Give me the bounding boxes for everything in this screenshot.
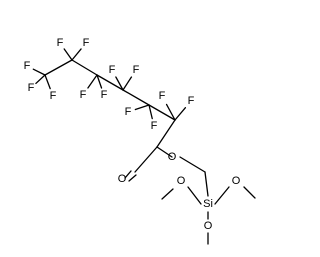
bond [243,186,256,199]
methoxy-oxygen-label: O [232,175,241,187]
methoxy-oxygen-label: O [204,220,213,232]
bond [165,103,176,121]
bond [148,104,176,121]
fluorine-label: F [83,37,90,49]
fluorine-label: F [50,90,57,102]
bond [179,156,206,173]
bond [71,59,98,76]
fluorine-label: F [125,106,132,118]
bond [96,74,103,89]
fluorine-label: F [159,90,166,102]
bond [35,74,46,85]
bond [124,170,132,179]
bond [156,146,173,158]
fluorine-label: F [28,82,35,94]
fluorine-label: F [24,60,31,72]
bond [128,174,137,182]
bond [148,104,153,120]
silicon-label: Si [203,198,213,210]
bond [87,74,98,89]
ester-oxygen-label: O [168,151,177,163]
bond [63,48,73,61]
bond [134,104,150,111]
fluorine-label: F [133,64,140,76]
bond [44,74,51,90]
bond [174,107,187,121]
bond [187,186,202,205]
fluorine-label: F [109,64,116,76]
bond [134,146,158,173]
bond [71,48,82,61]
bond [204,171,209,197]
bond [122,89,150,106]
fluorine-label: F [57,37,64,49]
bonds [32,48,256,245]
bond [32,68,46,76]
bond [161,188,174,200]
bond [214,186,230,205]
bond [96,74,124,91]
bond [44,59,73,76]
bond [122,76,133,91]
fluorine-label: F [101,89,108,101]
bond [156,119,176,148]
methoxy-oxygen-label: O [177,175,186,187]
fluorine-label: F [188,95,195,107]
fluorine-label: F [80,89,87,101]
fluorine-label: F [151,120,158,132]
carbonyl-oxygen-label: O [118,173,127,185]
bond [115,76,124,91]
